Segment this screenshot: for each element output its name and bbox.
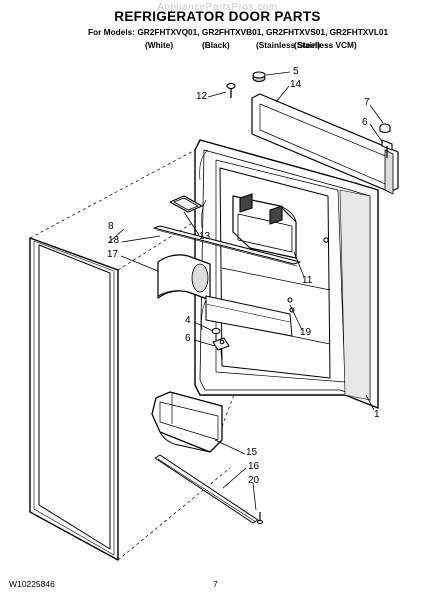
callout-15: 15: [246, 447, 258, 458]
leader-lines: [107, 71, 384, 511]
page-title: REFRIGERATOR DOOR PARTS: [114, 9, 321, 24]
door-bin-17: [157, 254, 211, 301]
hinge-pin-7: [379, 123, 391, 134]
callout-19: 19: [300, 327, 312, 338]
callout-4: 4: [185, 315, 191, 326]
callout-5: 5: [293, 66, 299, 77]
variant-black: (Black): [202, 40, 230, 50]
screw-4: [211, 328, 221, 340]
upper-door-bin: [232, 193, 297, 259]
bottom-trim-strip: [154, 454, 259, 524]
callout-7: 7: [364, 97, 370, 108]
callout-13: 13: [199, 231, 211, 242]
watermark: AppliancePartsPros.com: [157, 2, 278, 13]
callout-20: 20: [248, 475, 260, 486]
callout-18: 18: [108, 235, 120, 246]
callout-14: 14: [290, 79, 302, 90]
document-code: W10225846: [9, 579, 55, 589]
callout-8: 8: [108, 221, 114, 232]
callout-6-top: 6: [362, 117, 368, 128]
callout-12: 12: [196, 91, 208, 102]
door-top-cap: [251, 93, 399, 195]
hinge-bushing-6: [381, 139, 393, 158]
callout-1: 1: [374, 409, 380, 420]
models-line: For Models: GR2FHTXVQ01, GR2FHTXVB01, GR…: [88, 27, 389, 37]
variant-stainless-steel: (Stainless Steel): [256, 40, 321, 50]
dairy-cover: [169, 195, 203, 213]
plug-5: [252, 71, 266, 83]
cam-6: [212, 337, 230, 361]
variant-white: (White): [145, 40, 174, 50]
callout-11: 11: [302, 275, 313, 286]
door-panel: [194, 139, 379, 409]
door-gasket: [29, 237, 119, 561]
trim-strip: [153, 225, 301, 267]
lower-door-rail: [205, 295, 293, 337]
variant-stainless-vcm: (Stainless VCM): [294, 40, 357, 50]
hinge-screw-12: [226, 82, 236, 98]
door-bin-15: [151, 391, 223, 453]
callout-6-lower: 6: [185, 333, 191, 344]
callout-16: 16: [248, 461, 260, 472]
screw-20: [256, 512, 264, 525]
page-number: 7: [213, 579, 218, 589]
callout-17: 17: [107, 249, 119, 260]
